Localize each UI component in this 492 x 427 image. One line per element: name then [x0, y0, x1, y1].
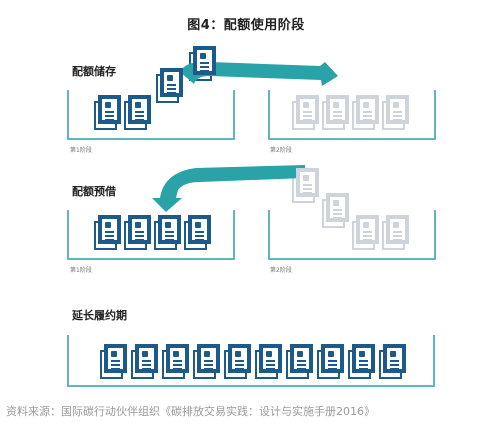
phase-label: 第1阶段	[70, 147, 92, 154]
ghost-doc-icon	[382, 95, 409, 130]
banking-arrow-icon	[180, 61, 338, 86]
phase-label: 第1阶段	[70, 267, 92, 274]
allowance-doc-icon	[162, 344, 189, 379]
allowance-doc-icon	[379, 344, 406, 379]
phase-label: 第2阶段	[270, 267, 292, 274]
extended-box	[67, 335, 435, 387]
allowance-doc-icon	[255, 344, 282, 379]
ghost-doc-icon	[292, 95, 319, 130]
allowance-doc-icon	[184, 215, 211, 250]
figure-title: 图4：配额使用阶段	[187, 18, 305, 33]
allowance-doc-icon	[189, 46, 216, 81]
allowance-doc-icon	[154, 215, 181, 250]
allowance-doc-icon	[100, 344, 127, 379]
phase1-box-borrowing	[67, 210, 235, 260]
phase1-box-banking	[67, 90, 235, 140]
borrowing-arrow-icon	[152, 165, 305, 212]
section-label-banking: 配额储存	[72, 65, 116, 78]
allowance-doc-icon	[317, 344, 344, 379]
allowance-doc-icon	[348, 344, 375, 379]
allowance-doc-icon	[286, 344, 313, 379]
ghost-doc-icon	[382, 215, 409, 250]
allowance-doc-icon	[124, 215, 151, 250]
phase2-box-borrowing	[268, 210, 436, 260]
ghost-doc-icon	[352, 215, 379, 250]
source-footnote: 资料来源：国际碳行动伙伴组织《碳排放交易实践：设计与实施手册2016》	[6, 405, 375, 418]
phase2-box-banking	[268, 90, 436, 140]
phase-label: 第2阶段	[270, 147, 292, 154]
allowance-doc-icon	[131, 344, 158, 379]
allowance-doc-icon	[224, 344, 251, 379]
allowance-doc-icon	[156, 68, 183, 103]
allowance-doc-icon	[124, 95, 151, 130]
allowance-doc-icon	[94, 215, 121, 250]
ghost-doc-icon	[322, 193, 349, 228]
ghost-doc-icon	[322, 95, 349, 130]
allowance-doc-icon	[94, 95, 121, 130]
section-label-extended: 延长履约期	[72, 309, 127, 322]
allowance-doc-icon	[193, 344, 220, 379]
section-label-borrowing: 配额预借	[72, 185, 116, 198]
ghost-doc-icon	[292, 168, 319, 203]
ghost-doc-icon	[352, 95, 379, 130]
